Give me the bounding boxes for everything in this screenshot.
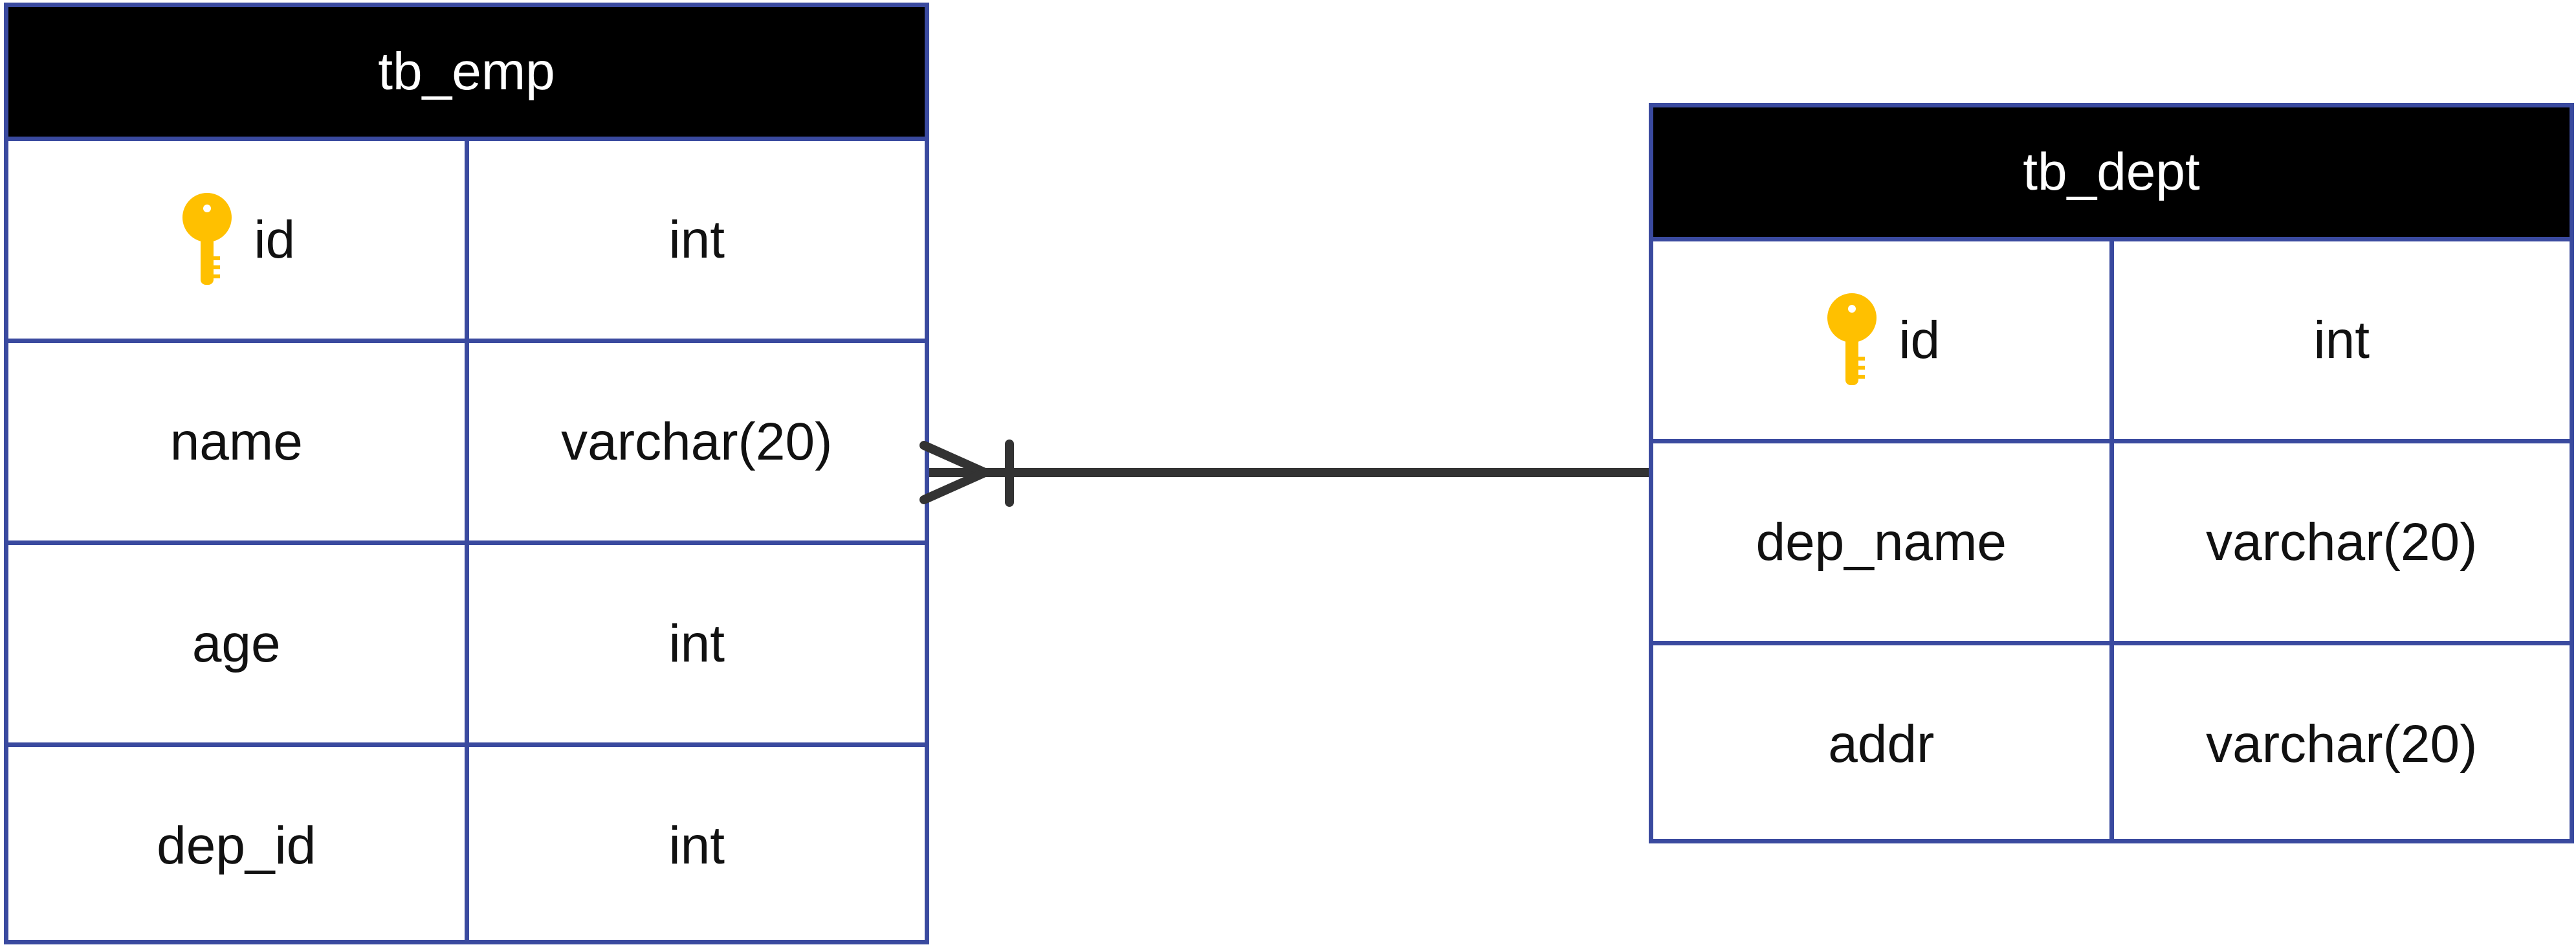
column-name: id <box>1899 310 1941 370</box>
table-row: dep_id int <box>8 747 925 944</box>
table-row: age int <box>8 545 925 747</box>
table-header: tb_emp <box>8 7 925 141</box>
key-icon <box>1822 292 1882 389</box>
column-name-cell: id <box>1653 241 2114 439</box>
table-title: tb_emp <box>378 42 555 101</box>
column-name-cell: id <box>8 141 469 339</box>
crows-foot-lower <box>919 468 989 504</box>
column-type: int <box>2313 310 2370 370</box>
table-tb-dept: tb_dept id int dep_name varchar <box>1649 103 2574 843</box>
column-type: varchar(20) <box>2206 714 2478 774</box>
column-type-cell: int <box>469 747 925 944</box>
column-name-cell: dep_id <box>8 747 469 944</box>
table-tb-emp: tb_emp id int name varchar(20) <box>4 3 929 944</box>
table-row: id int <box>1653 241 2570 443</box>
crows-foot-upper <box>919 441 989 477</box>
column-name: dep_name <box>1756 512 2007 572</box>
column-type: int <box>668 614 725 673</box>
column-type-cell: int <box>469 545 925 742</box>
column-type-cell: int <box>469 141 925 339</box>
table-title: tb_dept <box>2023 142 2200 201</box>
column-name: age <box>192 614 281 673</box>
column-type-cell: varchar(20) <box>2114 443 2570 641</box>
column-type-cell: int <box>2114 241 2570 439</box>
column-name: addr <box>1828 714 1935 774</box>
column-name-cell: age <box>8 545 469 742</box>
column-type: int <box>668 816 725 875</box>
column-name-cell: dep_name <box>1653 443 2114 641</box>
column-type: varchar(20) <box>2206 512 2478 572</box>
column-name: name <box>170 412 303 471</box>
column-name: dep_id <box>157 816 316 875</box>
column-name-cell: name <box>8 343 469 540</box>
table-header: tb_dept <box>1653 107 2570 241</box>
table-row: id int <box>8 141 925 343</box>
column-type: int <box>668 210 725 269</box>
table-row: dep_name varchar(20) <box>1653 443 2570 645</box>
table-row: name varchar(20) <box>8 343 925 545</box>
column-name: id <box>254 210 296 269</box>
column-type-cell: varchar(20) <box>469 343 925 540</box>
column-type: varchar(20) <box>561 412 833 471</box>
table-row: addr varchar(20) <box>1653 645 2570 843</box>
column-name-cell: addr <box>1653 645 2114 843</box>
key-icon <box>177 192 237 289</box>
column-type-cell: varchar(20) <box>2114 645 2570 843</box>
